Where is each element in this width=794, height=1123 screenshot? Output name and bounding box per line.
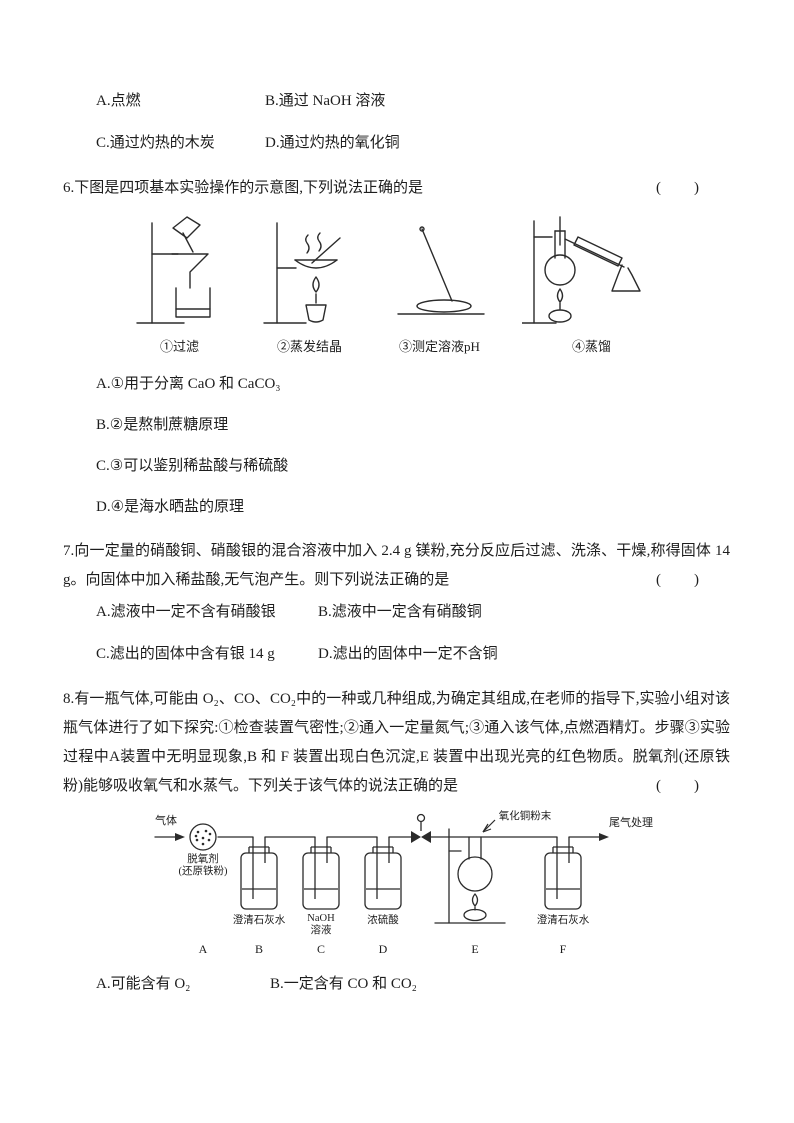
bottle-f-label: 澄清石灰水: [537, 913, 590, 926]
figure-evaporation: ②蒸发结晶: [262, 213, 358, 355]
q7-options-row-1: A.滤液中一定不含有硝酸银 B.滤液中一定含有硝酸铜: [96, 601, 730, 623]
distillation-drawing: [521, 216, 641, 324]
q6-option-c: C.③可以鉴别稀盐酸与稀硫酸: [96, 458, 289, 474]
figure-filtration: ①过滤: [132, 213, 228, 355]
gas-washing-bottle-d: [364, 837, 402, 910]
q5-option-d: D.通过灼热的氧化铜: [265, 135, 400, 151]
distillation-illustration: [521, 216, 641, 324]
q6-option-a: A.①用于分离 CaO 和 CaCO₃: [96, 376, 281, 392]
q5-options-row-2: C.通过灼热的木炭 D.通过灼热的氧化铜: [96, 132, 730, 154]
q8-stem-text: 8.有一瓶气体,可能由 O₂、CO、CO₂中的一种或几种组成,为确定其组成,在老…: [63, 691, 730, 794]
filtration-illustration: [135, 216, 211, 324]
apparatus-letter-c: C: [317, 942, 325, 956]
fig-label-evaporation: ②蒸发结晶: [276, 339, 342, 354]
q7-option-c: C.滤出的固体中含有银 14 g: [96, 646, 275, 662]
figure-ph-test: ③测定溶液pH: [392, 213, 488, 355]
q6-figure: ①过滤 ②蒸发结晶: [63, 213, 730, 355]
q5-option-a: A.点燃: [96, 93, 141, 109]
apparatus-letter-d: D: [379, 942, 388, 956]
bottle-c-label-line1: NaOH: [307, 913, 335, 924]
deoxidizer-granules: [194, 829, 212, 846]
q8-option-a: A.可能含有 O₂: [96, 976, 191, 992]
tail-gas-arrow: [599, 833, 609, 841]
fig-label-ph-test: ③测定溶液pH: [399, 339, 480, 354]
apparatus-letter-b: B: [255, 942, 263, 956]
q7-options-row-2: C.滤出的固体中含有银 14 g D.滤出的固体中一定不含铜: [96, 643, 730, 665]
stopcock-valve: [411, 813, 431, 843]
ph-test-drawing: [396, 226, 485, 315]
gas-inlet-label: 气体: [155, 813, 177, 827]
gas-train-illustration: 气体 脱氧剂 (还原铁粉) 澄清石灰水 NaOH 溶液 浓硫酸 氧化铜粉末 澄清…: [154, 809, 653, 956]
q6-option-b: B.②是熬制蔗糖原理: [96, 417, 229, 433]
apparatus-letter-e: E: [471, 942, 478, 956]
q7-option-d: D.滤出的固体中一定不含铜: [318, 646, 498, 662]
evaporation-illustration: [262, 222, 341, 324]
q7-option-a: A.滤液中一定不含有硝酸银: [96, 604, 276, 620]
q8-figure: 气体 脱氧剂 (还原铁粉) 澄清石灰水 NaOH 溶液 浓硫酸 氧化铜粉末 澄清…: [153, 807, 730, 957]
q8-stem: 8.有一瓶气体,可能由 O₂、CO、CO₂中的一种或几种组成,为确定其组成,在老…: [63, 685, 730, 801]
cuo-flask-apparatus: [434, 828, 506, 924]
deoxidizer-label-line2: (还原铁粉): [179, 864, 228, 877]
fig-label-distillation: ④蒸馏: [571, 339, 611, 354]
q6-option-d: D.④是海水晒盐的原理: [96, 499, 245, 515]
q5-option-b: B.通过 NaOH 溶液: [265, 93, 386, 109]
deoxidizer-label-line1: 脱氧剂: [187, 852, 219, 865]
filtration-drawing: [135, 216, 211, 324]
apparatus-letter-f: F: [560, 942, 567, 956]
q7-stem: 7.向一定量的硝酸铜、硝酸银的混合溶液中加入 2.4 g 镁粉,充分反应后过滤、…: [63, 537, 730, 595]
q7-answer-bracket: ( ): [656, 572, 700, 588]
q5-options-row-1: A.点燃 B.通过 NaOH 溶液: [96, 90, 730, 112]
ph-test-illustration: [396, 226, 485, 315]
q6-answer-bracket: ( ): [656, 180, 700, 196]
gas-washing-bottle-b: [240, 837, 278, 910]
tail-gas-label: 尾气处理: [609, 815, 653, 829]
q6-stem-text: 6.下图是四项基本实验操作的示意图,下列说法正确的是: [63, 180, 424, 196]
bottle-d-label: 浓硫酸: [367, 913, 399, 926]
gas-flow-arrow: [175, 833, 185, 841]
cuo-pointer-arrow: [482, 819, 496, 833]
fig-label-filtration: ①过滤: [159, 339, 199, 354]
q8-options-row-1: A.可能含有 O₂ B.一定含有 CO 和 CO₂: [96, 973, 730, 995]
bottle-b-label: 澄清石灰水: [233, 913, 286, 926]
figure-distillation: ④蒸馏: [521, 213, 662, 355]
deoxidizer-ball: [189, 823, 217, 851]
evaporation-drawing: [262, 222, 341, 324]
cuo-powder-label: 氧化铜粉末: [499, 809, 552, 822]
q5-option-c: C.通过灼热的木炭: [96, 135, 215, 151]
gas-washing-bottle-f: [544, 837, 582, 910]
q7-stem-text: 7.向一定量的硝酸铜、硝酸银的混合溶液中加入 2.4 g 镁粉,充分反应后过滤、…: [63, 543, 730, 588]
bottle-c-label-line2: 溶液: [311, 923, 332, 936]
q6-stem: 6.下图是四项基本实验操作的示意图,下列说法正确的是 ( ): [63, 174, 730, 203]
apparatus-letter-a: A: [199, 942, 208, 956]
q8-option-b: B.一定含有 CO 和 CO₂: [270, 976, 417, 992]
gas-washing-bottle-c: [302, 837, 340, 910]
q8-answer-bracket: ( ): [656, 778, 700, 794]
q7-option-b: B.滤液中一定含有硝酸铜: [318, 604, 482, 620]
